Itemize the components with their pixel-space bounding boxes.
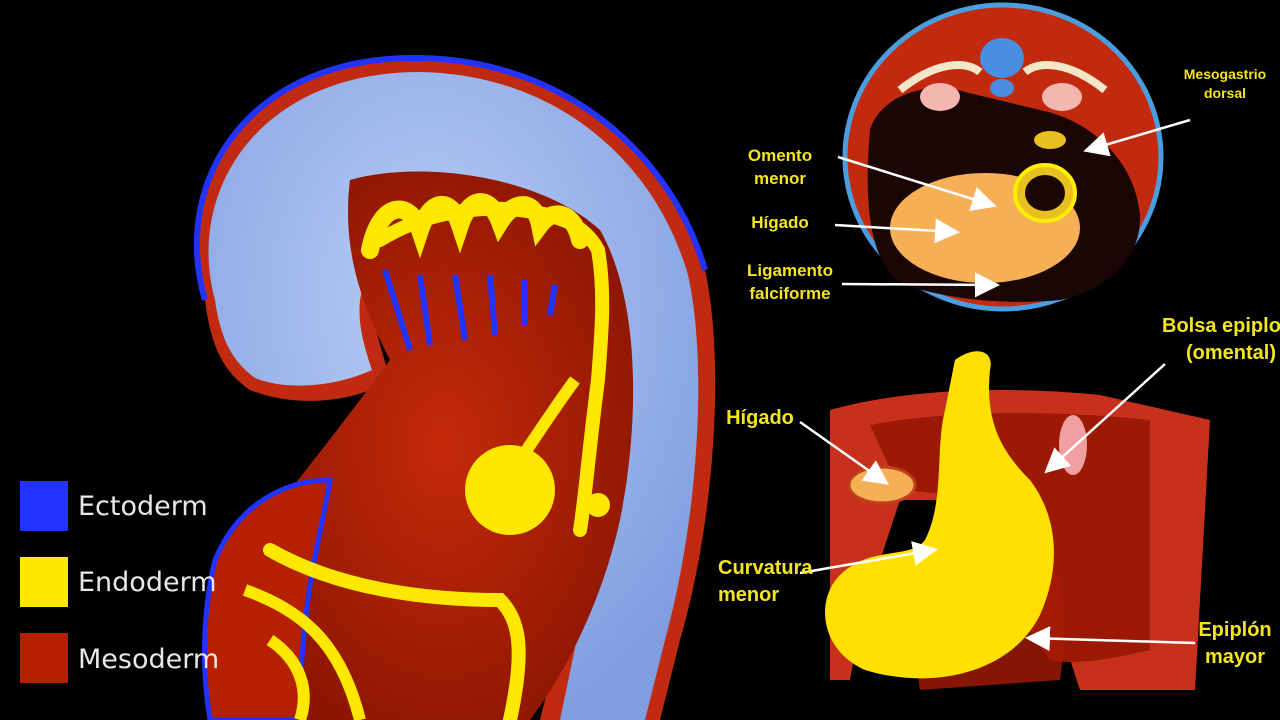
legend-swatch-endoderm — [20, 557, 68, 607]
cross-section-spleen — [1034, 131, 1066, 149]
embryo-cloaca — [266, 635, 310, 720]
label-mesogastrio-line1: Mesogastrio — [1183, 66, 1267, 82]
legend-label-endoderm: Endoderm — [78, 567, 217, 598]
label-curvatura-line2: menor — [718, 584, 780, 606]
cross-section-aorta — [990, 79, 1014, 97]
label-epiplon: Epiplón mayor — [1190, 617, 1280, 671]
label-bolsa: Bolsa epiploica (omental) — [1162, 313, 1280, 367]
label-higado-top: Hígado — [751, 213, 809, 232]
arrow-ligamento — [841, 272, 1000, 298]
embryo-pharyngeal-pouches — [361, 193, 589, 259]
label-ligamento-line2: falciforme — [749, 283, 831, 303]
legend-label-mesoderm: Mesoderm — [78, 644, 220, 675]
cross-section-kidney-right — [1042, 83, 1082, 111]
label-bolsa-line2: (omental) — [1186, 342, 1276, 364]
label-curvatura-line1: Curvatura — [718, 557, 813, 579]
label-curvatura: Curvatura menor — [718, 555, 828, 609]
arrow-epiplon — [1025, 626, 1196, 652]
label-bolsa-line1: Bolsa epiploica — [1162, 315, 1280, 337]
label-omento-line2: menor — [754, 168, 806, 188]
embryo-pharyngeal-arches — [382, 269, 558, 351]
arrow-curvatura — [799, 541, 938, 575]
embryo-allantois — [242, 584, 366, 720]
label-omento-menor: Omento menor — [735, 145, 825, 191]
label-mesogastrio-line2: dorsal — [1203, 84, 1246, 101]
label-epiplon-line2: mayor — [1204, 646, 1266, 668]
legend-swatch-ectoderm — [20, 481, 68, 531]
label-omento-line1: Omento — [747, 146, 813, 165]
legend-label-ectoderm: Ectoderm — [78, 491, 208, 522]
embryo-stomach-stalk — [515, 376, 580, 464]
legend-swatch-mesoderm — [20, 633, 68, 683]
cross-section-ribs — [897, 61, 1108, 94]
stomach-body — [825, 351, 1054, 679]
label-ligamento-line1: Ligamento — [747, 261, 833, 280]
arrow-higado-bottom — [799, 420, 890, 485]
arrow-higado-top — [834, 218, 960, 244]
embryo-gut-bud — [586, 493, 610, 517]
label-mesogastrio: Mesogastrio dorsal — [1170, 65, 1280, 103]
embryo-vitelline-duct — [263, 543, 526, 720]
arrow-mesogastrio — [1083, 118, 1191, 157]
embryo-ectoderm-edge — [194, 54, 708, 301]
arrow-bolsa — [1044, 363, 1166, 474]
cross-section-kidney-left — [920, 83, 960, 111]
cross-section-stomach-lumen — [1025, 175, 1065, 211]
cross-section-vertebra — [980, 38, 1024, 78]
embryo-stomach — [465, 445, 555, 535]
label-higado-bottom: Hígado — [726, 407, 794, 429]
label-epiplon-line1: Epiplón — [1198, 619, 1272, 641]
arrow-omento-menor — [837, 155, 997, 211]
label-ligamento: Ligamento falciforme — [730, 260, 850, 306]
